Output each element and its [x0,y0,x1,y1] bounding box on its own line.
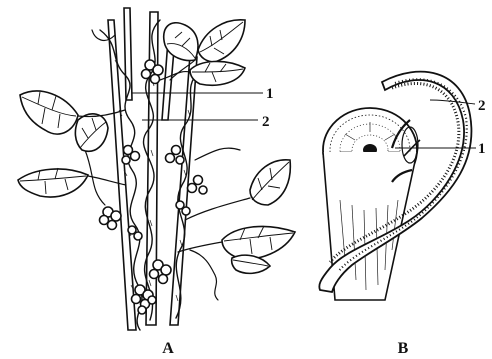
panel-a-callout-1: 1 [266,86,274,102]
panel-a-label: A [162,340,174,357]
panel-a-callout-2: 2 [262,114,270,130]
panel-a-drawing: 1 2 A [18,8,295,357]
panel-b-label: B [398,340,409,357]
panel-b-drawing: 2 1 B [319,72,485,357]
panel-b-callout-1: 1 [478,141,486,157]
panel-b-callout-2: 2 [478,98,486,114]
